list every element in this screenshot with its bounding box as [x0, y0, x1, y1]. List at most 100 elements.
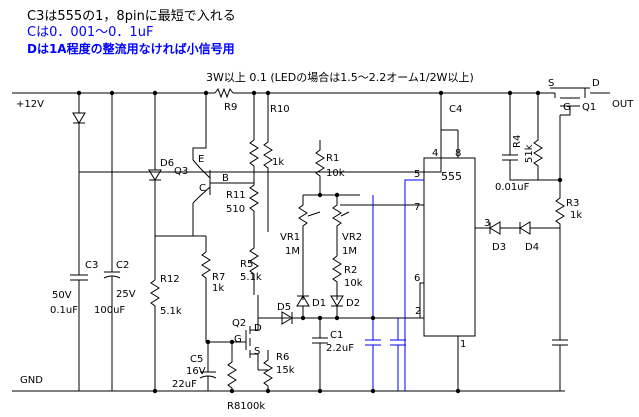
r11-value: 510: [226, 204, 245, 215]
r7-resistor: [201, 251, 240, 343]
output-capacitor: [552, 339, 568, 391]
gnd-label: GND: [20, 375, 43, 386]
d6-label: D6: [160, 158, 174, 169]
r7-label: R7: [212, 272, 225, 283]
input-diode: [72, 112, 86, 124]
c5-value: 16V: [186, 366, 206, 377]
vcc-label: +12V: [16, 99, 44, 110]
r1-value: 10k: [326, 168, 345, 179]
c-filter-wire: [365, 195, 381, 391]
note-capacitor-range: Cは0．001〜0．1uF: [27, 25, 154, 40]
r4-label: R4: [512, 135, 523, 148]
out-label: OUT: [612, 99, 634, 110]
q2-drain: D: [254, 323, 262, 334]
q3-transistor: [192, 159, 226, 204]
q3-base: B: [222, 173, 229, 184]
r3-label: R3: [566, 198, 579, 209]
ic-pin7: 7: [414, 202, 420, 213]
q3-collector: C: [199, 183, 206, 194]
q1-gate: G: [563, 102, 571, 113]
r11-resistor: [226, 93, 259, 228]
r10-value: 1k: [272, 157, 284, 168]
d1-label: D1: [312, 298, 326, 309]
r2-label: R2: [344, 265, 357, 276]
c1-capacitor: [312, 318, 328, 391]
d3-label: D3: [492, 242, 506, 253]
c2-label: C2: [116, 260, 129, 271]
c3-value2: 0.1uF: [50, 305, 78, 316]
ic-pin5: 5: [414, 169, 420, 180]
c3-value: 50V: [52, 290, 72, 301]
c6-capacitor: [502, 93, 538, 181]
c1-label: C1: [330, 330, 343, 341]
ic-555: [423, 157, 476, 337]
c3-capacitor: [70, 172, 88, 391]
r12-resistor: [150, 279, 160, 391]
c5-capacitor: [199, 342, 217, 391]
q3-emitter: E: [198, 154, 204, 165]
c2-value2: 100uF: [94, 305, 125, 316]
c5-value2: 22uF: [172, 379, 197, 390]
r6-resistor: [263, 350, 273, 391]
r1-label: R1: [326, 153, 339, 164]
r2-value: 10k: [344, 278, 363, 289]
d3-diode: [489, 221, 501, 235]
q2-label: Q2: [232, 318, 246, 329]
vr1-value: 1M: [285, 246, 300, 257]
ic-pin4: 4: [432, 148, 438, 159]
ic-pin1: 1: [460, 339, 466, 350]
r1-resistor: [303, 140, 360, 196]
r8-label: R8100k: [227, 401, 265, 412]
ic-pin8: 8: [455, 148, 461, 159]
c1-value: 2.2uF: [326, 343, 354, 354]
q1-label: Q1: [582, 102, 596, 113]
note-diode-type: Dは1A程度の整流用なければ小信号用: [27, 42, 235, 56]
r3-value: 1k: [570, 210, 582, 221]
r8-resistor: [227, 342, 237, 391]
note-c3-placement: C3は555の1，8pinに最短で入れる: [27, 9, 236, 24]
r9-resistor: [214, 87, 234, 99]
q3-label: Q3: [174, 166, 188, 177]
pin5-wire: [404, 179, 424, 391]
c2-value: 25V: [116, 289, 136, 300]
r5-label: R5: [240, 259, 253, 270]
r4-resistor: [533, 93, 560, 181]
d5-label: D5: [277, 302, 291, 313]
r10-label: R10: [270, 104, 290, 115]
c3-label: C3: [85, 260, 98, 271]
r12-label: R12: [160, 274, 180, 285]
q2-transistor: [240, 318, 259, 370]
r6-value: 15k: [276, 365, 295, 376]
q1-source: S: [548, 78, 554, 89]
r3-resistor: [555, 115, 565, 340]
q1-transistor: [550, 87, 610, 116]
q2-gate: G: [234, 334, 242, 345]
r6-label: R6: [276, 352, 289, 363]
r9-label: R9: [224, 102, 237, 113]
vr2-label: VR2: [342, 232, 362, 243]
c5-label: C5: [190, 354, 203, 365]
ic-pin3: 3: [484, 218, 490, 229]
d4-diode: [500, 221, 560, 235]
ic-pin2: 2: [415, 306, 421, 317]
r4-value: 51k: [524, 144, 535, 163]
ic-label: 555: [441, 170, 462, 183]
ic-pin6: 6: [414, 273, 420, 284]
r2-resistor: [332, 255, 342, 300]
r5-resistor: [249, 228, 259, 295]
c2-capacitor: [103, 93, 121, 391]
r7-value: 1k: [212, 283, 224, 294]
vr1-label: VR1: [280, 232, 300, 243]
r10-resistor: [263, 93, 273, 232]
vr2-potentiometer: [332, 195, 350, 256]
d2-label: D2: [346, 298, 360, 309]
q2-source: S: [254, 346, 260, 357]
vr1-potentiometer: [298, 195, 321, 300]
c4-label: C4: [449, 104, 462, 115]
note-r9-rating: 3W以上 0.1 (LEDの場合は1.5〜2.2オーム1/2W以上): [206, 71, 474, 84]
r5-value: 5.1k: [240, 272, 262, 283]
q1-drain: D: [592, 78, 600, 89]
vr2-value: 1M: [342, 246, 357, 257]
r12-value: 5.1k: [160, 306, 182, 317]
